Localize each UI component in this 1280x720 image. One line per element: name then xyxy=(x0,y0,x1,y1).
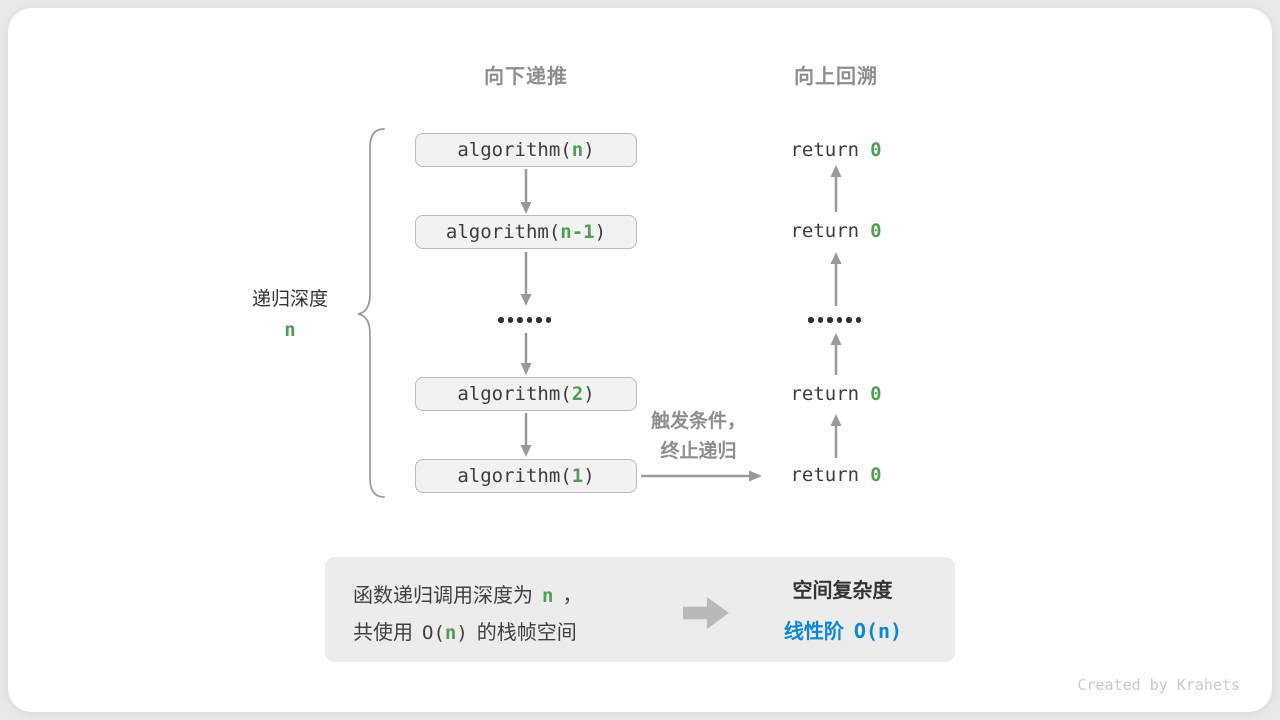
call-arg: n-1 xyxy=(560,221,595,243)
ellipsis-dots-left xyxy=(498,317,551,323)
down-arrow-icon xyxy=(520,413,532,457)
call-arg: n xyxy=(571,139,584,161)
return-row: return 0 xyxy=(725,214,947,248)
base-case-arrow-icon xyxy=(641,470,762,482)
return-value: 0 xyxy=(870,220,882,242)
summary-line1-var: n xyxy=(542,585,554,607)
watermark-credit: Created by Krahets xyxy=(1077,676,1240,694)
call-fn: algorithm( xyxy=(445,221,561,243)
return-value: 0 xyxy=(870,464,882,486)
space-complexity-title: 空间复杂度 xyxy=(792,580,893,602)
call-fn: algorithm( xyxy=(457,383,572,405)
summary-line1-text: 函数递归调用深度为 xyxy=(353,585,533,607)
summary-line2-text: 共使用 xyxy=(353,622,413,644)
result-notation: O(n) xyxy=(853,619,903,643)
result-order: 线性阶 xyxy=(783,621,844,643)
big-o-close: ) xyxy=(456,622,468,644)
depth-brace xyxy=(357,128,385,498)
down-arrow-icon xyxy=(520,252,532,306)
call-arg: 2 xyxy=(571,383,584,405)
call-box-2: algorithm(2) xyxy=(415,377,637,411)
call-close: ) xyxy=(583,465,595,487)
call-close: ) xyxy=(583,383,595,405)
return-keyword: return xyxy=(790,383,860,405)
header-backtrack-up: 向上回溯 xyxy=(794,66,878,88)
trigger-note-line1: 触发条件， xyxy=(650,411,746,432)
ellipsis-dots-right xyxy=(808,317,861,323)
call-box-n: algorithm(n) xyxy=(415,133,637,167)
down-arrow-icon xyxy=(520,169,532,214)
return-row: return 0 xyxy=(725,133,947,167)
up-arrow-icon xyxy=(830,414,842,458)
summary-line1-comma: ， xyxy=(562,585,583,607)
return-value: 0 xyxy=(870,139,882,161)
call-fn: algorithm( xyxy=(457,465,572,487)
up-arrow-icon xyxy=(830,165,842,212)
summary-box xyxy=(325,557,955,662)
down-arrow-icon xyxy=(520,333,532,375)
call-box-1: algorithm(1) xyxy=(415,459,637,493)
return-row: return 0 xyxy=(725,377,947,411)
return-keyword: return xyxy=(790,139,860,161)
call-arg: 1 xyxy=(571,465,584,487)
up-arrow-icon xyxy=(830,333,842,375)
space-complexity-result: 线性阶 O(n) xyxy=(748,615,938,644)
call-box-n-1: algorithm(n-1) xyxy=(415,215,637,249)
up-arrow-icon xyxy=(830,252,842,306)
summary-line2: 共使用 O(n) 的栈帧空间 xyxy=(353,616,577,645)
return-keyword: return xyxy=(790,220,860,242)
return-keyword: return xyxy=(790,464,860,486)
return-value: 0 xyxy=(870,383,882,405)
summary-line2-tail: 的栈帧空间 xyxy=(476,622,577,644)
call-fn: algorithm( xyxy=(457,139,572,161)
big-o-var: n xyxy=(444,622,457,644)
call-close: ) xyxy=(594,221,607,243)
big-o-open: O( xyxy=(422,622,445,644)
return-row: return 0 xyxy=(725,458,947,492)
depth-label: 递归深度 xyxy=(251,289,328,310)
depth-variable: n xyxy=(284,319,296,341)
call-close: ) xyxy=(583,139,595,161)
summary-line1: 函数递归调用深度为 n ， xyxy=(353,579,582,608)
trigger-note-line2: 终止递归 xyxy=(660,441,737,462)
header-recurse-down: 向下递推 xyxy=(484,66,568,88)
